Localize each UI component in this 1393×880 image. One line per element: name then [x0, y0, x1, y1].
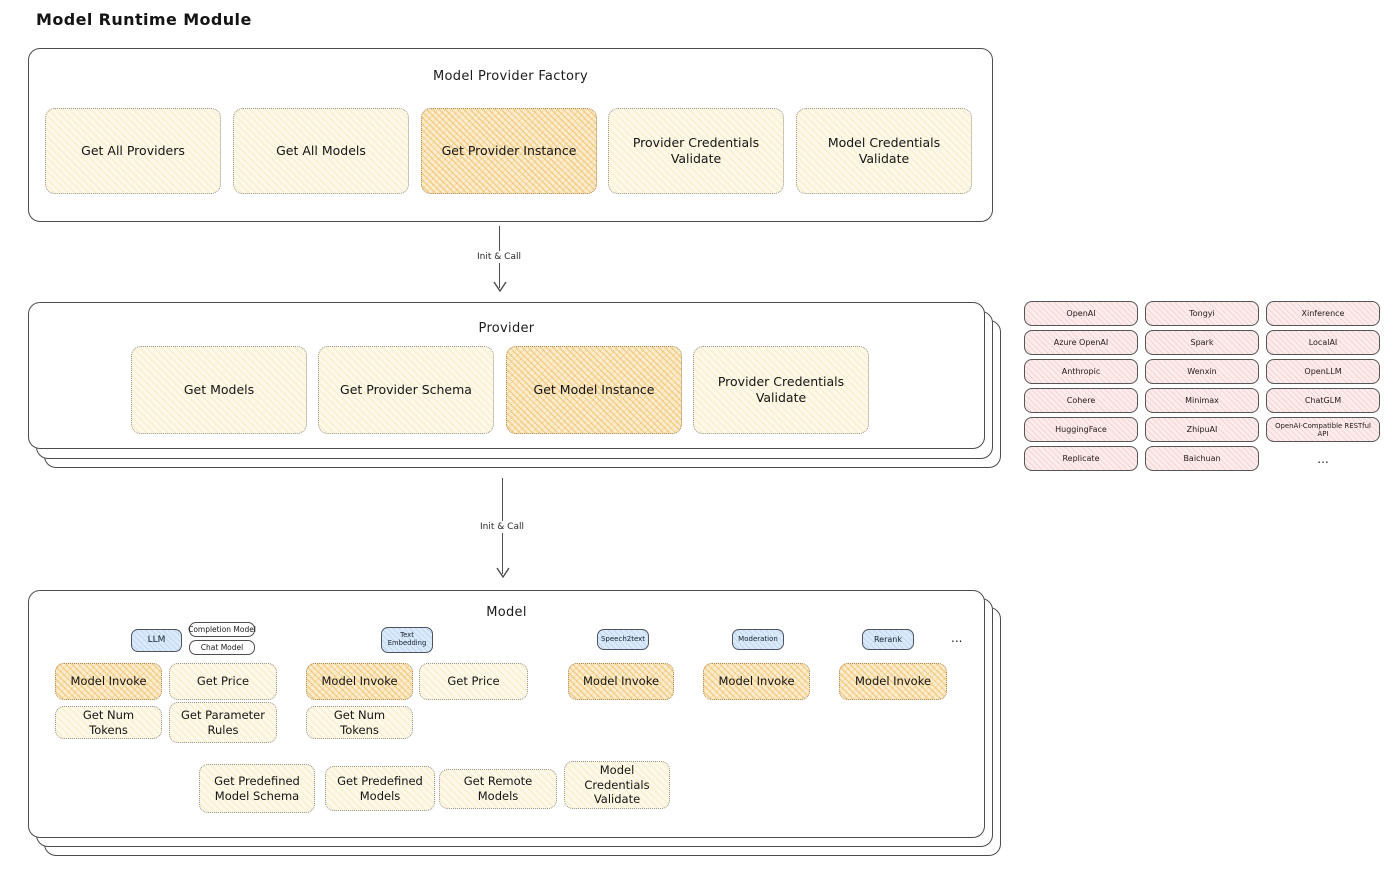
rerank-model-invoke-button[interactable]: Model Invoke — [839, 663, 947, 700]
provider-chip-openllm[interactable]: OpenLLM — [1266, 359, 1380, 384]
model-type-tag-speech2text[interactable]: Speech2text — [597, 629, 649, 650]
provider-button-get-models[interactable]: Get Models — [131, 346, 307, 434]
model-type-tag-chat-model[interactable]: Chat Model — [189, 640, 255, 655]
provider-chip-tongyi[interactable]: Tongyi — [1145, 301, 1259, 326]
provider-chip-openai-compatible-restful-api[interactable]: OpenAI-Compatible RESTful API — [1266, 417, 1380, 442]
arrow1-label: Init & Call — [473, 251, 525, 263]
model-type-tag-rerank[interactable]: Rerank — [862, 629, 914, 650]
get-predefined-models-button[interactable]: Get Predefined Models — [325, 766, 435, 811]
provider-chip-localai[interactable]: LocalAI — [1266, 330, 1380, 355]
text-embedding-get-num-tokens-button[interactable]: Get Num Tokens — [306, 706, 413, 739]
arrow2-label: Init & Call — [476, 521, 528, 533]
factory-button-provider-credentials-validate[interactable]: Provider Credentials Validate — [608, 108, 784, 194]
provider-button-provider-credentials-validate[interactable]: Provider Credentials Validate — [693, 346, 869, 434]
page-title: Model Runtime Module — [36, 10, 252, 29]
model-credentials-validate-button[interactable]: Model Credentials Validate — [564, 761, 670, 809]
provider-chip-xinference[interactable]: Xinference — [1266, 301, 1380, 326]
provider-box: Provider Get Models Get Provider Schema … — [28, 302, 985, 449]
provider-chip-anthropic[interactable]: Anthropic — [1024, 359, 1138, 384]
model-type-tag-completion-model[interactable]: Completion Model — [188, 622, 256, 637]
provider-chips-ellipsis: ... — [1317, 451, 1329, 466]
llm-get-num-tokens-button[interactable]: Get Num Tokens — [55, 706, 162, 739]
factory-box: Model Provider Factory Get All Providers… — [28, 48, 993, 222]
down-arrowhead-icon — [496, 567, 510, 578]
provider-chip-spark[interactable]: Spark — [1145, 330, 1259, 355]
down-arrowhead-icon — [493, 281, 507, 292]
provider-chip-zhipuai[interactable]: ZhipuAI — [1145, 417, 1259, 442]
llm-model-invoke-button[interactable]: Model Invoke — [55, 663, 162, 700]
provider-button-get-model-instance[interactable]: Get Model Instance — [506, 346, 682, 434]
speech2text-model-invoke-button[interactable]: Model Invoke — [568, 663, 674, 700]
provider-button-get-provider-schema[interactable]: Get Provider Schema — [318, 346, 494, 434]
provider-chip-azure-openai[interactable]: Azure OpenAI — [1024, 330, 1138, 355]
get-predefined-model-schema-button[interactable]: Get Predefined Model Schema — [199, 764, 315, 813]
provider-title: Provider — [478, 321, 535, 336]
provider-chip-chatglm[interactable]: ChatGLM — [1266, 388, 1380, 413]
provider-chip-baichuan[interactable]: Baichuan — [1145, 446, 1259, 471]
provider-chip-openai[interactable]: OpenAI — [1024, 301, 1138, 326]
provider-chip-replicate[interactable]: Replicate — [1024, 446, 1138, 471]
provider-chip-cohere[interactable]: Cohere — [1024, 388, 1138, 413]
llm-get-price-button[interactable]: Get Price — [169, 663, 277, 700]
provider-chip-huggingface[interactable]: HuggingFace — [1024, 417, 1138, 442]
model-type-tag-moderation[interactable]: Moderation — [732, 629, 784, 650]
llm-get-parameter-rules-button[interactable]: Get Parameter Rules — [169, 702, 277, 743]
provider-chip-wenxin[interactable]: Wenxin — [1145, 359, 1259, 384]
factory-button-get-provider-instance[interactable]: Get Provider Instance — [421, 108, 597, 194]
provider-chip-minimax[interactable]: Minimax — [1145, 388, 1259, 413]
model-box: Model LLM Completion Model Chat Model Te… — [28, 590, 985, 838]
get-remote-models-button[interactable]: Get Remote Models — [439, 769, 557, 809]
factory-title: Model Provider Factory — [433, 69, 588, 84]
factory-button-get-all-models[interactable]: Get All Models — [233, 108, 409, 194]
factory-button-model-credentials-validate[interactable]: Model Credentials Validate — [796, 108, 972, 194]
model-type-tag-text-embedding[interactable]: Text Embedding — [381, 627, 433, 653]
text-embedding-model-invoke-button[interactable]: Model Invoke — [306, 663, 413, 700]
text-embedding-get-price-button[interactable]: Get Price — [419, 663, 528, 700]
moderation-model-invoke-button[interactable]: Model Invoke — [703, 663, 810, 700]
model-title: Model — [486, 605, 527, 620]
provider-implementations-grid: OpenAI Tongyi Xinference Azure OpenAI Sp… — [1024, 301, 1380, 471]
model-type-tag-llm[interactable]: LLM — [131, 629, 182, 652]
factory-button-get-all-providers[interactable]: Get All Providers — [45, 108, 221, 194]
model-types-ellipsis: ... — [951, 631, 963, 645]
